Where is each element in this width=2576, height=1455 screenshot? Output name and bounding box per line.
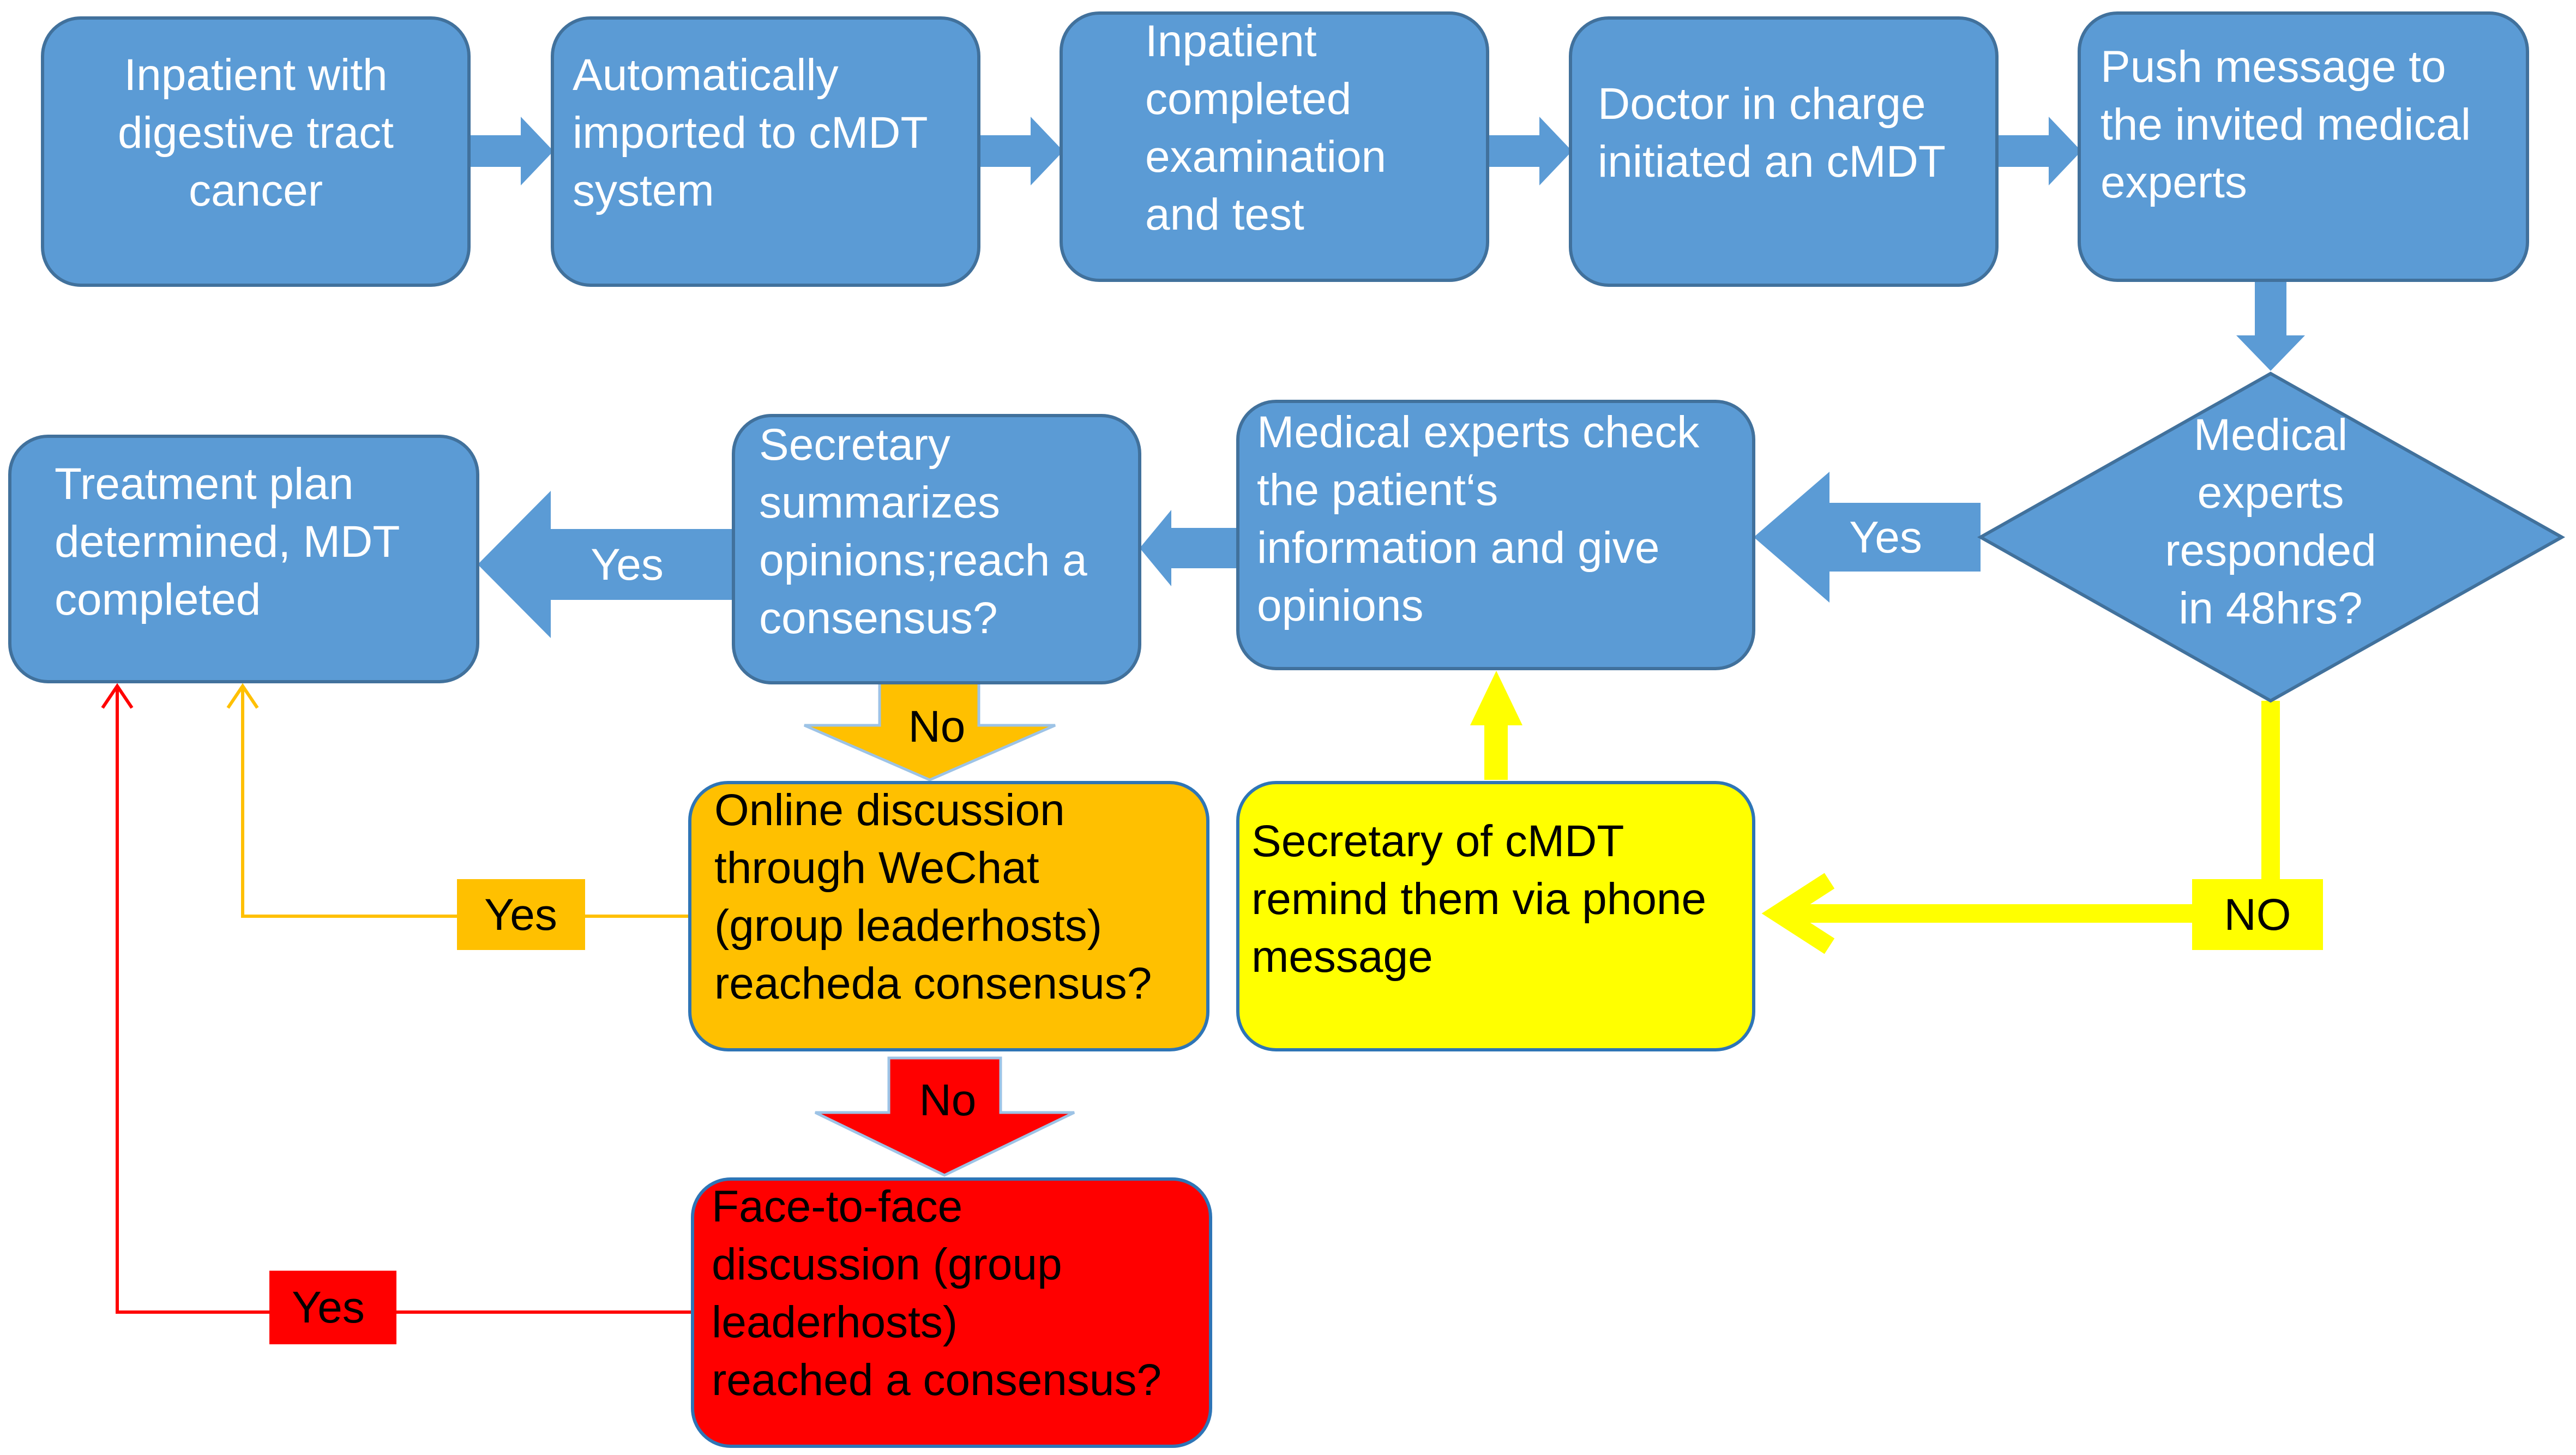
text-online: Online discussion through WeChat (group le…: [714, 785, 1152, 1008]
node-summary: [732, 414, 1141, 684]
node-text-line: Inpatient: [1145, 16, 1317, 66]
arrow-n5-decision: [2236, 281, 2305, 371]
node-text-line: Automatically: [573, 50, 839, 100]
node-text-line: summarizes: [759, 478, 1000, 527]
node-text-line: Treatment plan: [55, 459, 353, 509]
label-yes-online: Yes: [484, 890, 557, 940]
arrowhead-reminder: [1761, 873, 1835, 954]
node-text-line: information and give: [1257, 523, 1659, 573]
label-no-decision: NO: [2224, 890, 2291, 940]
node-text-line: Medical: [2194, 410, 2348, 460]
node-text-line: Online discussion: [714, 785, 1065, 835]
node-push: [2078, 11, 2529, 282]
node-text-line: the patient‘s: [1257, 465, 1498, 515]
arrow-online-face: [814, 1056, 1075, 1177]
label-yes-check: Yes: [1849, 513, 1922, 562]
node-treatment: [8, 435, 479, 683]
node-text-line: experts: [2198, 468, 2344, 518]
node-text-line: remind them via phone: [1251, 874, 1706, 924]
text-push: Push message to the invited medical expert…: [2100, 42, 2471, 207]
text-decision: Medical experts responded in 48hrs?: [2165, 410, 2376, 633]
node-text-line: Doctor in charge: [1598, 79, 1926, 129]
text-import: Automatically imported to cMDT system: [573, 50, 928, 215]
label-bg-no-decision: [2192, 879, 2323, 950]
arrowhead-online-treatment: [226, 683, 259, 709]
node-text-line: the invited medical: [2100, 100, 2471, 149]
label-bg-yes-online: [457, 879, 585, 950]
arrow-decision-check: [1754, 472, 1981, 603]
node-text-line: Face-to-face: [712, 1182, 962, 1231]
node-text-line: completed: [55, 575, 261, 624]
text-doctor: Doctor in charge initiated an cMDT: [1598, 79, 1946, 187]
arrow-summary-online: [804, 680, 1056, 781]
node-text-line: Secretary: [759, 420, 950, 470]
node-face: [691, 1177, 1212, 1448]
node-text-line: experts: [2100, 158, 2247, 207]
node-text-line: and test: [1145, 190, 1304, 239]
node-text-line: imported to cMDT: [573, 108, 928, 158]
label-bg-yes-face: [269, 1271, 396, 1344]
node-exam: [1060, 11, 1489, 282]
node-text-line: examination: [1145, 132, 1386, 182]
text-exam: Inpatient completed examination and test: [1145, 16, 1386, 239]
node-import: [551, 16, 980, 287]
label-yes-face: Yes: [292, 1283, 365, 1332]
node-text-line: responded: [2165, 526, 2376, 575]
node-online: [688, 781, 1209, 1051]
text-treatment: Treatment plan determined, MDT completed: [55, 459, 400, 624]
arrow-summary-treatment: [478, 491, 733, 638]
text-reminder: Secretary of cMDT remind them via phone me…: [1251, 816, 1706, 982]
node-text-line: determined, MDT: [55, 517, 400, 567]
arrow-reminder-check: [1470, 671, 1522, 780]
line-face-treatment: [116, 688, 693, 1314]
node-text-line: cancer: [189, 166, 323, 215]
node-text-line: reacheda consensus?: [714, 959, 1152, 1008]
node-text-line: in 48hrs?: [2178, 584, 2362, 633]
arrow-n1-n2: [469, 117, 553, 185]
arrow-n4-n5: [1997, 117, 2081, 185]
node-text-line: Medical experts check: [1257, 407, 1700, 457]
node-text-line: initiated an cMDT: [1598, 137, 1946, 187]
node-decision: [1977, 371, 2566, 703]
node-text-line: consensus?: [759, 593, 998, 643]
node-text-line: Inpatient with: [124, 50, 387, 100]
node-text-line: Push message to: [2100, 42, 2446, 92]
arrow-n2-n3: [979, 117, 1063, 185]
node-text-line: system: [573, 166, 714, 215]
node-text-line: leaderhosts): [712, 1297, 958, 1347]
node-text-line: reached a consensus?: [712, 1355, 1161, 1405]
node-text-line: opinions: [1257, 581, 1423, 630]
node-inpatient: [41, 16, 471, 287]
label-no-to-online: No: [908, 702, 966, 751]
node-check: [1236, 400, 1755, 670]
node-text-line: completed: [1145, 74, 1351, 124]
arrow-check-summary: [1140, 510, 1238, 586]
text-inpatient: Inpatient with digestive tract cancer: [118, 50, 394, 215]
label-no-to-face: No: [919, 1075, 977, 1125]
node-doctor: [1569, 16, 1999, 287]
node-text-line: opinions;reach a: [759, 536, 1087, 585]
node-reminder: [1236, 781, 1755, 1051]
node-text-line: digestive tract: [118, 108, 394, 158]
text-check: Medical experts check the patient‘s inform…: [1257, 407, 1700, 630]
node-text-line: Secretary of cMDT: [1251, 816, 1624, 866]
arrowhead-face-treatment: [101, 683, 134, 709]
node-text-line: (group leaderhosts): [714, 901, 1102, 951]
node-text-line: discussion (group: [712, 1240, 1062, 1289]
text-face: Face-to-face discussion (group leaderhosts…: [712, 1182, 1161, 1405]
node-text-line: through WeChat: [714, 843, 1039, 893]
label-yes-treatment: Yes: [591, 540, 664, 590]
node-text-line: message: [1251, 932, 1433, 982]
arrow-n3-n4: [1488, 117, 1572, 185]
text-summary: Secretary summarizes opinions;reach a conse…: [759, 420, 1087, 643]
